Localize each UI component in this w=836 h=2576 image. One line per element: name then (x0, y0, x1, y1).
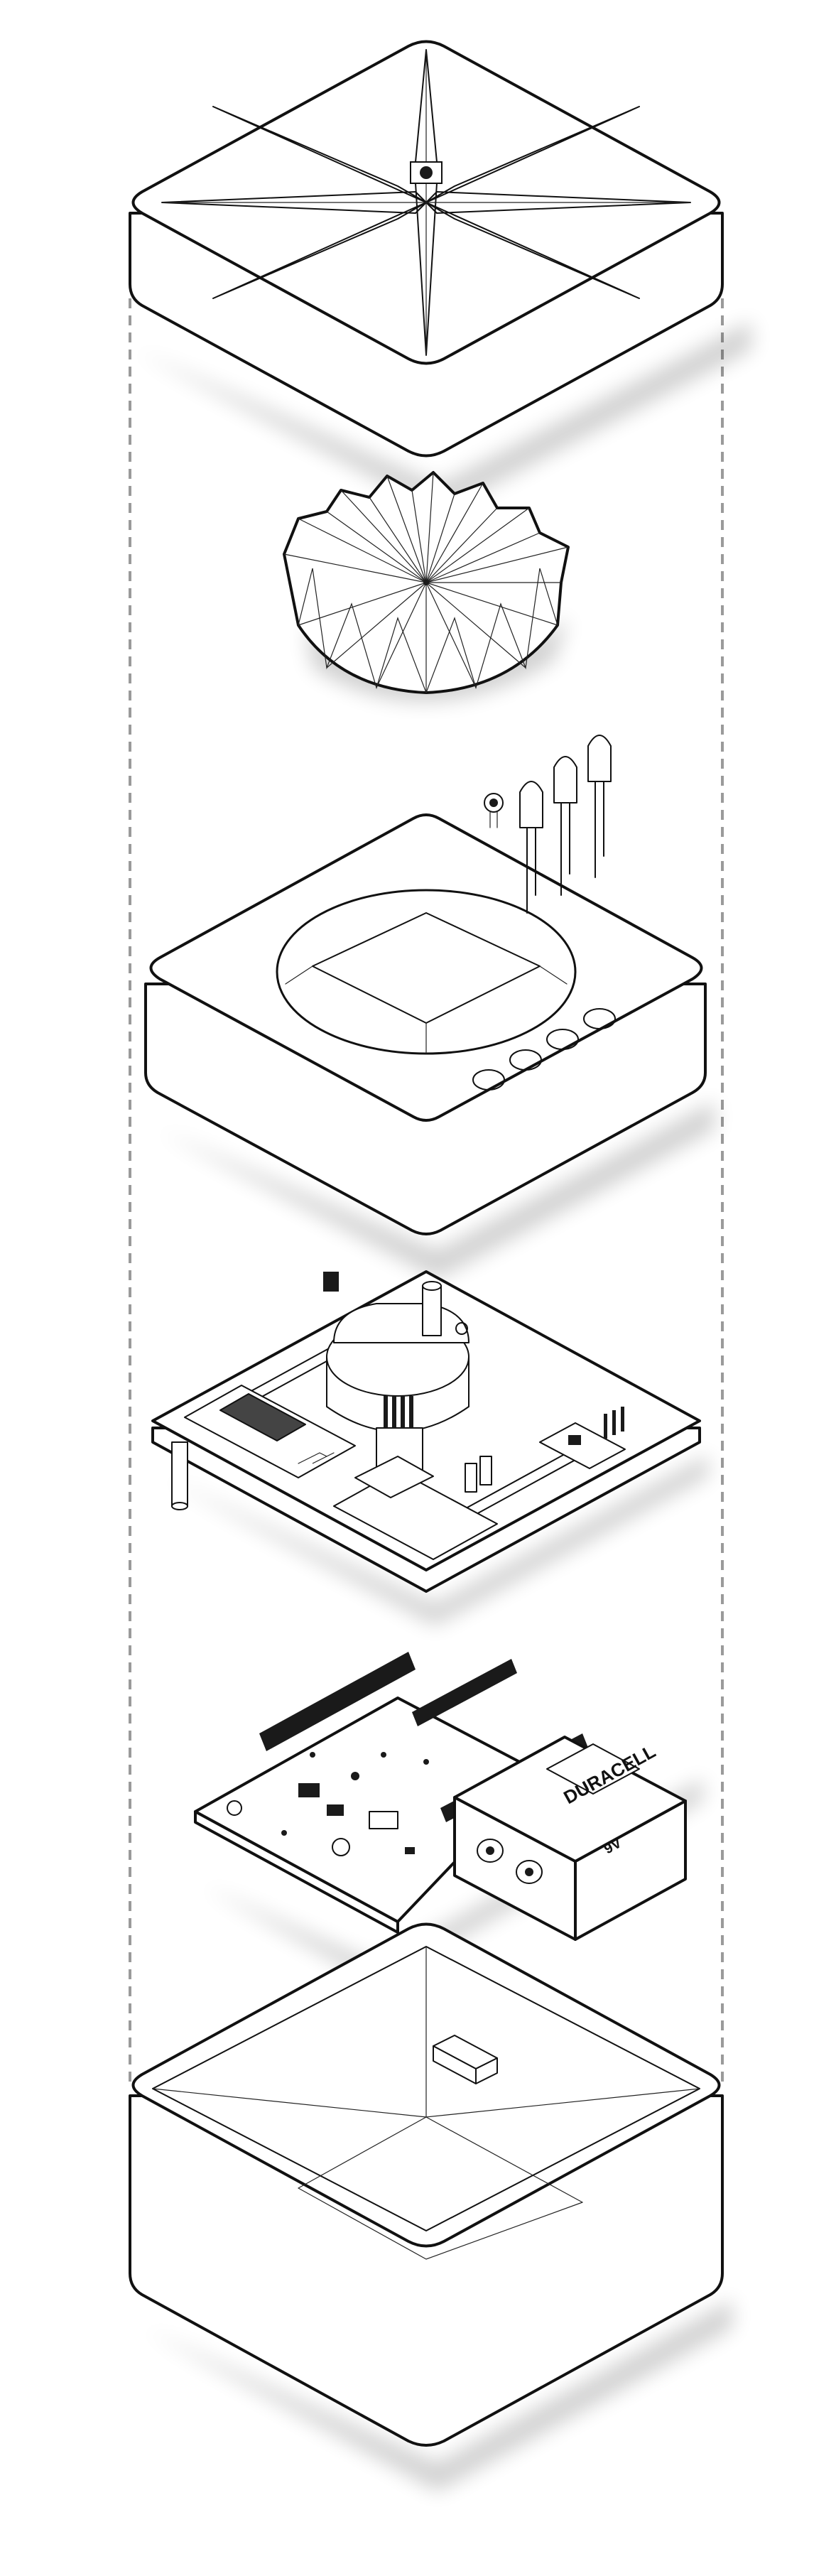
photoresistor-icon (484, 793, 504, 828)
board-components (227, 1752, 429, 1856)
motor-mount-board (151, 1270, 708, 1625)
led-components (484, 735, 612, 914)
motor-driver-board (333, 1396, 498, 1560)
microcontroller-and-battery: DURACELL 9V (194, 1652, 703, 1985)
button-2 (509, 1049, 542, 1071)
bottom-box (129, 1922, 732, 2491)
led-3-icon (587, 735, 612, 878)
shell-buttons (472, 1008, 616, 1091)
battery-9v: DURACELL 9V (453, 1736, 687, 1941)
led-1-icon (519, 781, 543, 914)
dome-fold-lines (283, 472, 569, 694)
standoff-icon (171, 1441, 188, 1510)
led-2-icon (553, 756, 577, 896)
folded-paper-dome (283, 471, 570, 702)
alignment-guides (129, 298, 724, 2089)
compass-star-icon (161, 49, 691, 356)
stepper-motor-icon (323, 1272, 469, 1432)
sensor-breakout-board (539, 1407, 626, 1469)
button-1 (472, 1069, 505, 1091)
lid-with-compass-star (129, 40, 751, 513)
button-4 (583, 1008, 616, 1029)
battery-terminals-icon (477, 1839, 543, 1884)
alignment-tab-icon (433, 2035, 498, 2084)
bluetooth-module (184, 1385, 356, 1478)
shell-opening (276, 889, 577, 1055)
button-3 (546, 1029, 579, 1050)
middle-shell-with-leds (144, 735, 715, 1279)
